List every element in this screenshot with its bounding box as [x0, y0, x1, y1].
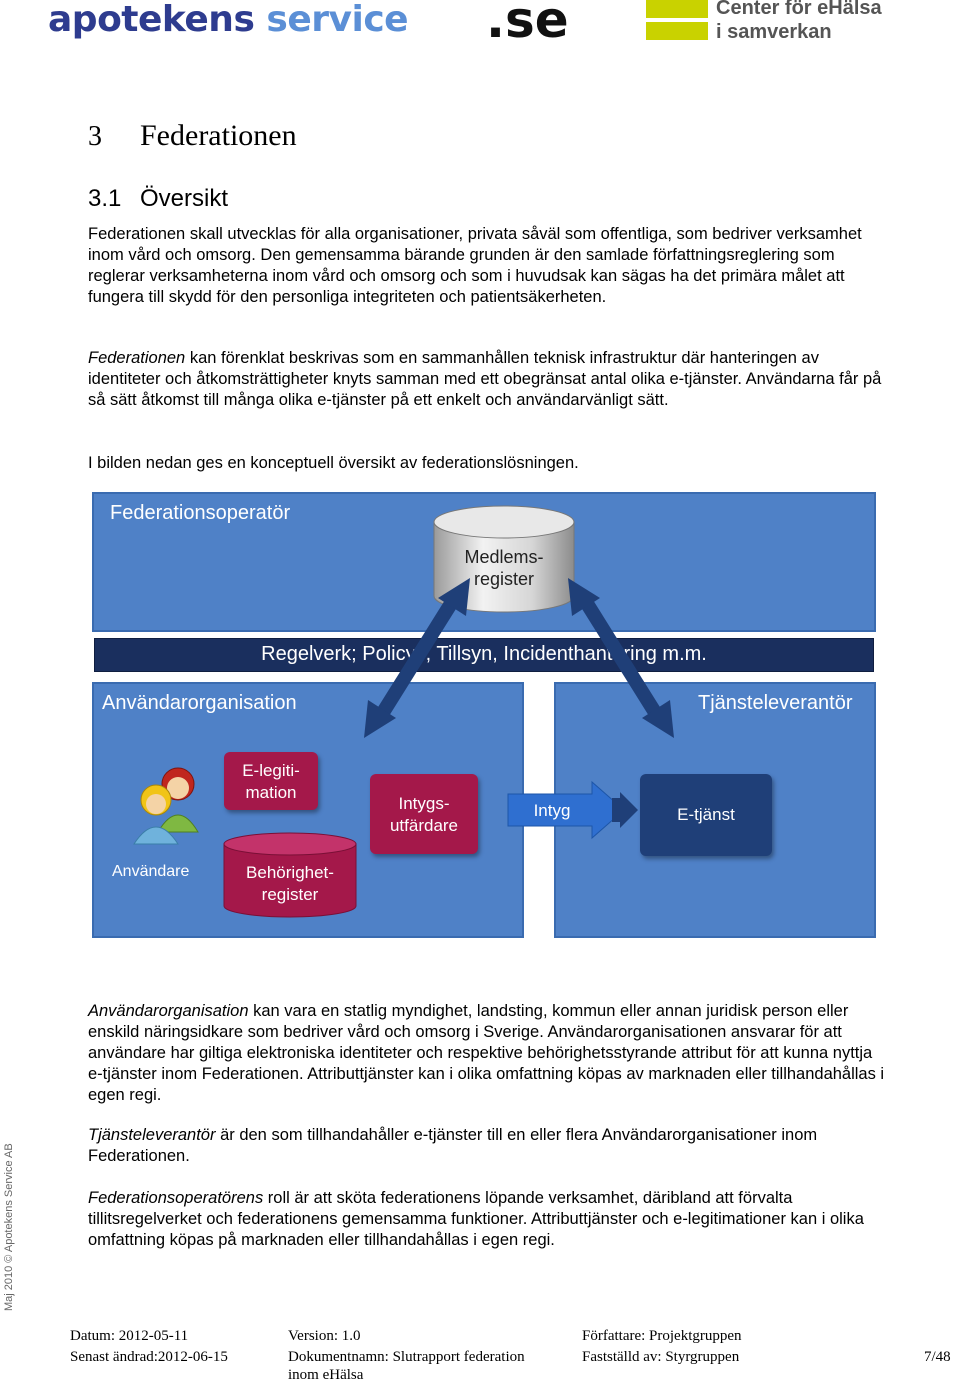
federationsoperator-label: Federationsoperatör — [110, 502, 291, 524]
double-arrow-icon — [568, 578, 674, 738]
paragraph-image-intro: I bilden nedan ges en konceptuell översi… — [88, 453, 888, 474]
paragraph-text: är den som tillhandahåller e-tjänster ti… — [88, 1126, 818, 1165]
auth-line2: register — [261, 885, 319, 904]
federation-diagram: Federationsoperatör Medlems- register Re… — [92, 492, 878, 942]
double-arrow-icon — [364, 578, 470, 738]
intyg-arrow-icon — [507, 780, 625, 840]
intygsutfardare-box — [370, 774, 478, 854]
paragraph-federation: Federationen kan förenklat beskrivas som… — [88, 348, 888, 411]
rules-bar — [94, 638, 874, 672]
intygsutfardare-label: Intygs- utfärdare — [370, 793, 478, 837]
paragraph-anvandarorganisation: Användarorganisation kan vara en statlig… — [88, 1001, 888, 1106]
paragraph-text: roll är att sköta federationens löpande … — [88, 1189, 864, 1249]
logo-ceh-line1: Center för eHälsa — [716, 0, 882, 19]
logo-apotek-service: service — [266, 0, 409, 40]
diagram-arrows — [364, 578, 674, 840]
chapter-number: 3 — [88, 121, 102, 152]
register-line2: register — [473, 569, 535, 589]
sidebar-copyright: Maj 2010 © Apotekens Service AB — [3, 1143, 15, 1311]
emphasis-term: Federationsoperatörens — [88, 1189, 264, 1207]
emphasis-term: Federationen — [88, 349, 186, 367]
auth-line1: Behörighet- — [246, 863, 334, 882]
emphasis-term: Tjänsteleverantör — [88, 1126, 216, 1144]
behorighetregister-label: Behörighet- register — [222, 862, 358, 906]
section-heading: 3.1 Översikt — [88, 184, 228, 214]
footer-datum: Datum: 2012-05-11 — [70, 1328, 189, 1344]
eleg-line1: E-legiti- — [242, 761, 300, 780]
issuer-line1: Intygs- — [398, 794, 450, 813]
intyg-label: Intyg — [533, 801, 571, 820]
rules-bar-label: Regelverk; Policys, Tillsyn, Incidenthan… — [261, 643, 707, 665]
footer-dokument: Dokumentnamn: Slutrapport federation — [288, 1349, 525, 1365]
chapter-heading: 3 Federationen — [88, 118, 297, 155]
e-legitimation-label: E-legiti- mation — [224, 760, 318, 804]
paragraph-text: kan vara en statlig myndighet, landsting… — [88, 1002, 885, 1104]
section-number: 3.1 — [88, 185, 122, 212]
paragraph-text: kan förenklat beskrivas som en sammanhål… — [88, 349, 882, 409]
issuer-line2: utfärdare — [389, 816, 459, 835]
section-title: Översikt — [140, 185, 229, 212]
medlemsregister-cylinder — [433, 505, 575, 613]
paragraph-text: I bilden nedan ges en konceptuell översi… — [88, 454, 579, 472]
footer-version: Version: 1.0 — [288, 1328, 361, 1344]
e-tjanst-label: E-tjänst — [677, 805, 735, 824]
paragraph-tjansteleverantor: Tjänsteleverantör är den som tillhandahå… — [88, 1125, 888, 1167]
paragraph-text: Federationen skall utvecklas för alla or… — [88, 225, 862, 306]
anvandare-label: Användare — [112, 863, 190, 880]
behorighetregister-cylinder — [223, 832, 357, 918]
logo-ceh-line2: i samverkan — [716, 21, 832, 43]
chapter-title: Federationen — [140, 119, 297, 152]
footer-andrad: Senast ändrad:2012-06-15 — [70, 1349, 228, 1365]
se-logo: .se — [486, 0, 569, 49]
paragraph-federationsoperator: Federationsoperatörens roll är att sköta… — [88, 1188, 888, 1251]
logo-bar-icon — [646, 0, 708, 18]
logo-apotek-main: apotekens — [48, 0, 255, 40]
eleg-line2: mation — [245, 783, 297, 802]
medlemsregister-label: Medlems- register — [430, 546, 578, 590]
footer-dokument-line2: inom eHälsa — [288, 1367, 364, 1383]
page-number: 7/48 — [924, 1349, 951, 1365]
anvandarorganisation-label: Användarorganisation — [102, 692, 297, 714]
footer-faststalld: Fastställd av: Styrgruppen — [582, 1349, 740, 1365]
e-tjanst-box — [640, 774, 772, 856]
register-line1: Medlems- — [464, 547, 544, 567]
footer-forfattare: Författare: Projektgruppen — [582, 1328, 742, 1344]
tjansteleverantor-label: Tjänsteleverantör — [698, 692, 853, 714]
e-legitimation-box — [224, 752, 318, 810]
emphasis-term: Användarorganisation — [88, 1002, 249, 1020]
apotekens-service-logo: apotekens service — [48, 0, 409, 40]
center-ehalsa-logo: Center för eHälsa i samverkan — [646, 0, 936, 44]
logo-bar-icon — [646, 22, 708, 40]
paragraph-intro: Federationen skall utvecklas för alla or… — [88, 224, 888, 308]
arrow-right-icon — [612, 792, 638, 828]
users-icon — [133, 767, 199, 845]
